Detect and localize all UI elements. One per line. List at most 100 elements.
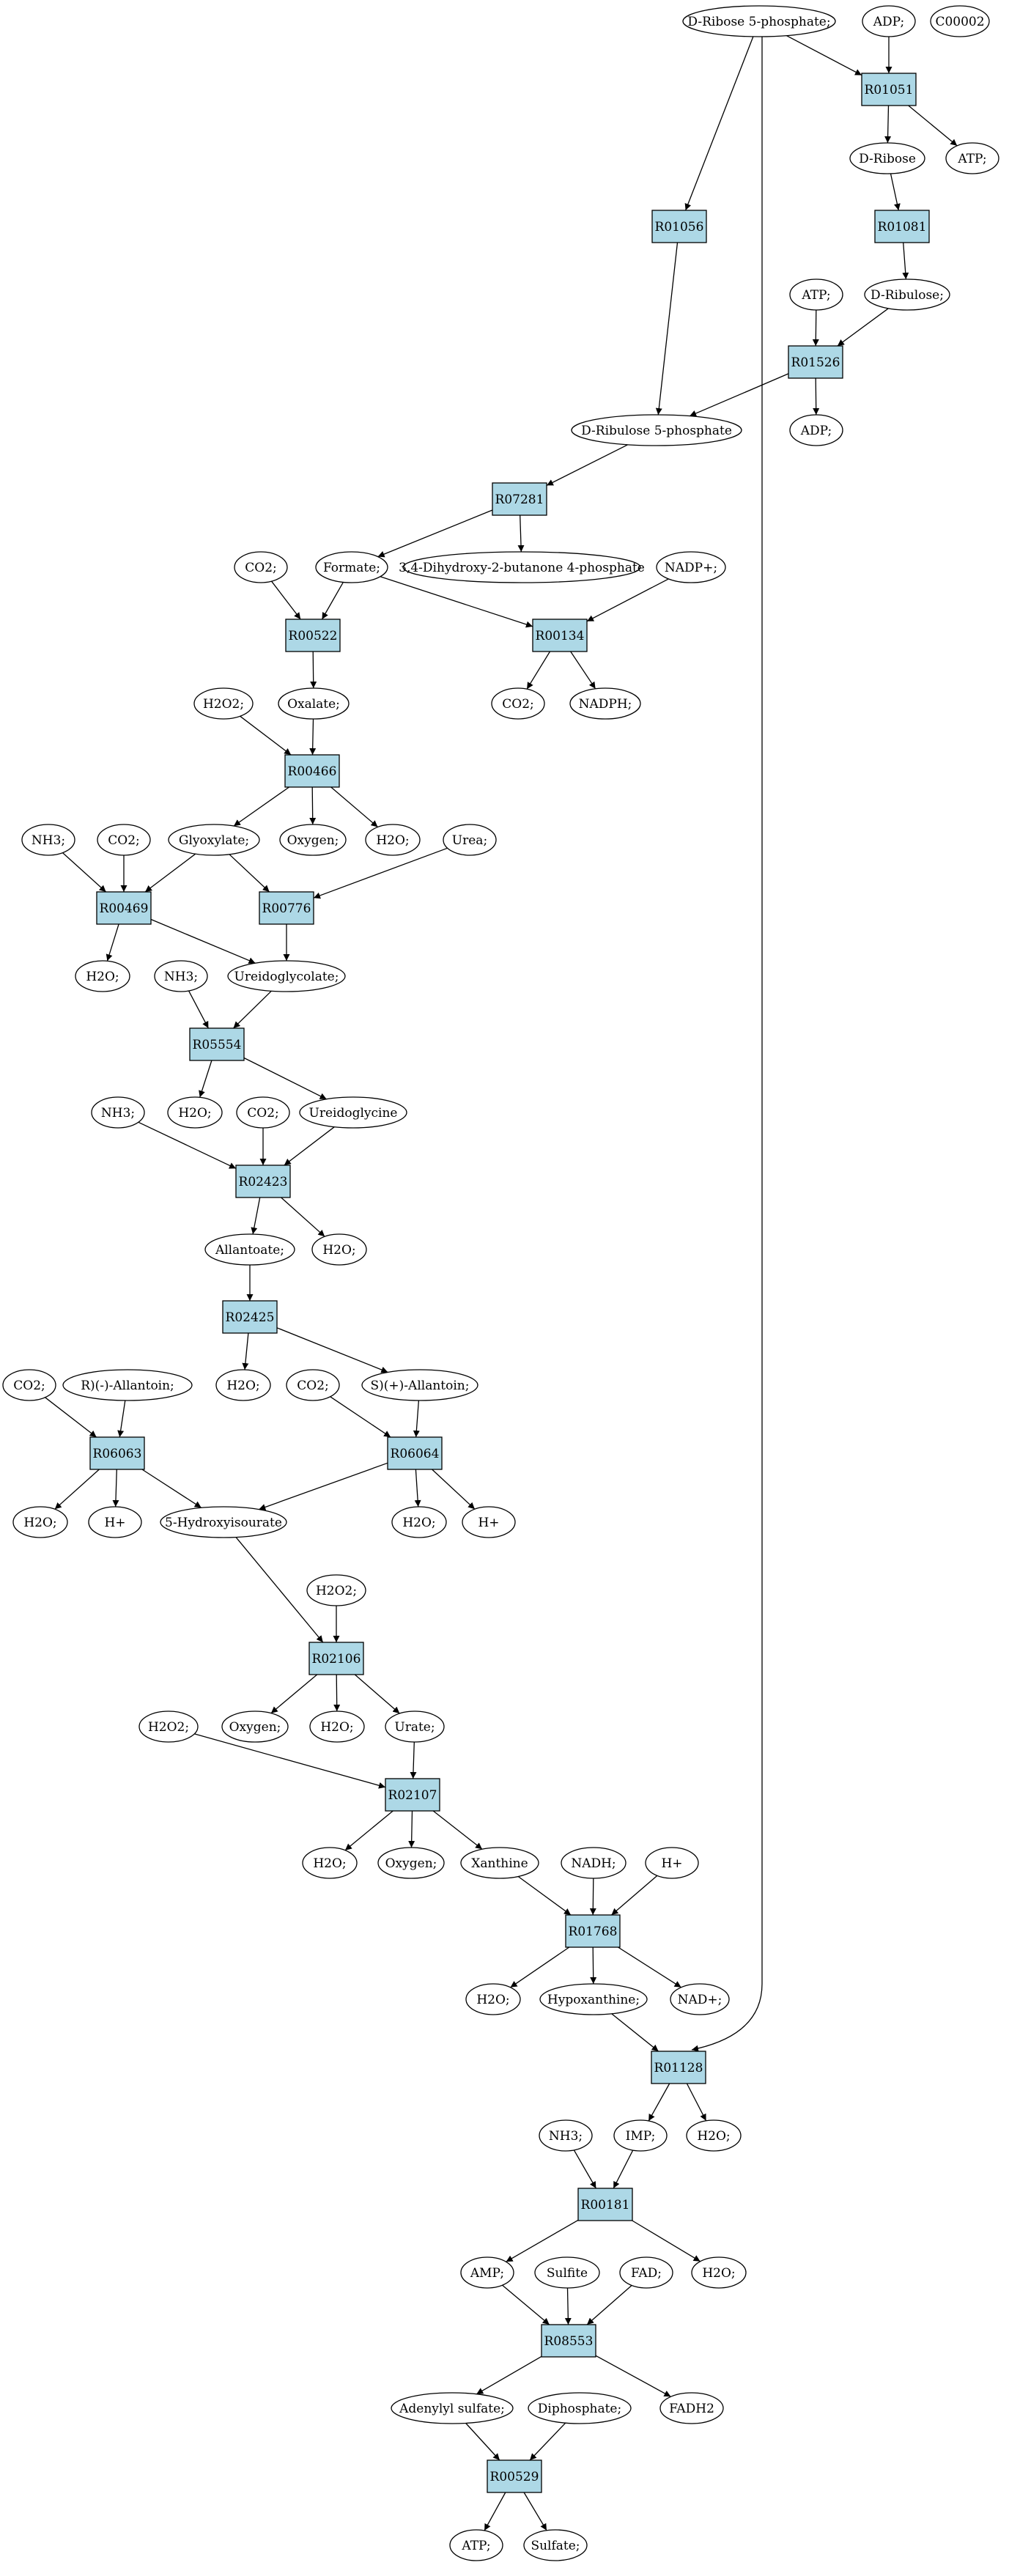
edge-r01768-to-hypoxanthine (590, 1946, 597, 1985)
reaction-node-r00469: R00469 (96, 891, 152, 925)
compound-node-r_allantoin: R)(-)-Allantoin; (62, 1369, 193, 1401)
compound-ellipse (523, 2529, 588, 2561)
compound-node-nadplus: NAD+; (670, 1983, 730, 2015)
reaction-node-r01056: R01056 (651, 210, 707, 243)
reaction-node-r01768: R01768 (565, 1914, 621, 1948)
edge-fad-to-r08553 (586, 2285, 632, 2325)
compound-node-diphosphate: Diphosphate; (528, 2392, 632, 2424)
edge-r02425-to-s_allantoin (276, 1327, 388, 1373)
edge-r01051-to-atp_1 (908, 105, 958, 147)
edge-r00529-to-sulfate (523, 2492, 547, 2531)
node-label: R06063 (93, 1447, 142, 1461)
node-label: Hypoxanthine; (547, 1993, 640, 2007)
edge-r00466-to-oxygen_1 (309, 786, 317, 825)
edge-r01526-to-ribulose5p (689, 373, 789, 417)
compound-ellipse (302, 1847, 358, 1879)
compound-ellipse (193, 687, 254, 720)
edge-r06064-to-hiu (259, 1462, 388, 1510)
compound-ellipse (391, 2392, 514, 2424)
node-label: H2O; (86, 970, 119, 984)
edge-urea-to-r00776 (313, 847, 448, 899)
compound-ellipse (385, 1710, 445, 1743)
node-label: D-Ribulose; (871, 288, 944, 303)
edge-r05554-to-h2o_3 (199, 1060, 212, 1098)
compound-node-glyoxylate: Glyoxylate; (168, 824, 260, 856)
compound-node-dribose: D-Ribose (849, 142, 925, 174)
node-label: H2O; (402, 1516, 435, 1530)
node-label: ATP; (801, 288, 830, 303)
reaction-box (285, 619, 341, 652)
edge-r00134-to-nadph (570, 651, 596, 690)
node-label: R00181 (581, 2198, 630, 2213)
compound-node-h2o_5: H2O; (215, 1369, 271, 1401)
compound-node-h2o_4: H2O; (311, 1233, 367, 1266)
compound-ellipse (789, 414, 843, 446)
reaction-box (541, 2324, 596, 2358)
node-label: CO2; (502, 697, 534, 712)
compound-node-nh3_3: NH3; (91, 1096, 145, 1129)
compound-ellipse (309, 1710, 365, 1743)
node-label: C00002 (935, 15, 984, 29)
edge-r02423-to-h2o_4 (281, 1197, 325, 1237)
compound-ellipse (97, 824, 151, 856)
node-label: FADH2 (669, 2402, 714, 2416)
compound-ellipse (91, 1096, 145, 1129)
compound-ellipse (569, 687, 641, 720)
compound-node-h2o_8: H2O; (309, 1710, 365, 1743)
compound-ellipse (539, 2119, 593, 2152)
edge-r06064-to-h2o_7 (414, 1469, 421, 1507)
reaction-node-r01081: R01081 (874, 210, 930, 243)
reaction-node-r01051: R01051 (861, 73, 917, 106)
node-label: FAD; (631, 2266, 662, 2281)
edge-r06063-to-h2o_6 (54, 1469, 100, 1510)
node-label: H2O2; (316, 1584, 357, 1598)
node-label: CO2; (245, 561, 277, 575)
compound-ellipse (571, 414, 742, 446)
node-label: Adenylyl sulfate; (399, 2402, 505, 2416)
compound-ellipse (12, 1506, 68, 1538)
reaction-node-r00529: R00529 (487, 2459, 542, 2493)
node-label: R00529 (490, 2470, 539, 2484)
reaction-box (385, 1778, 440, 1812)
node-label: 3,4-Dihydroxy-2-butanone 4-phosphate (399, 561, 645, 575)
edge-urate-to-r02107 (410, 1741, 417, 1779)
compound-ellipse (691, 2256, 747, 2289)
node-label: Oxygen; (385, 1856, 437, 1871)
edge-glyoxylate-to-r00469 (144, 853, 196, 893)
reaction-box (577, 2188, 633, 2221)
node-label: H2O; (226, 1379, 259, 1393)
edge-formate-to-r00522 (321, 582, 344, 620)
node-label: R02423 (239, 1175, 288, 1189)
compound-ellipse (619, 2256, 673, 2289)
compound-ellipse (449, 2529, 503, 2561)
compound-ellipse (465, 1983, 521, 2015)
compound-ellipse (491, 687, 545, 720)
node-label: H2O; (23, 1516, 56, 1530)
node-label: NAD+; (678, 1993, 722, 2007)
node-label: R00469 (100, 901, 149, 916)
compound-node-co2_2: CO2; (491, 687, 545, 720)
edge-r01768-to-nadplus (618, 1946, 681, 1988)
compound-ellipse (160, 1506, 287, 1538)
compound-ellipse (21, 824, 75, 856)
node-label: R00134 (536, 629, 585, 643)
node-label: H2O; (702, 2266, 735, 2281)
reaction-node-r02106: R02106 (308, 1642, 364, 1675)
edge-r01768-to-h2o_10 (510, 1946, 570, 1988)
compound-node-dhbp: 3,4-Dihydroxy-2-butanone 4-phosphate (399, 551, 645, 583)
node-label: H2O; (476, 1993, 509, 2007)
reaction-node-r06063: R06063 (89, 1436, 145, 1470)
edge-r02107-to-h2o_9 (344, 1810, 393, 1851)
compound-node-h2o_12: H2O; (691, 2256, 747, 2289)
node-label: R00776 (262, 901, 311, 916)
compound-ellipse (670, 1983, 730, 2015)
compound-ellipse (204, 1233, 295, 1266)
edge-r00469-to-h2o_2 (106, 923, 119, 962)
compound-ellipse (377, 1847, 445, 1879)
node-label: R02106 (312, 1652, 361, 1667)
compound-ellipse (365, 824, 421, 856)
edge-dribulose-to-r01526 (837, 308, 889, 347)
compound-ellipse (659, 2392, 724, 2424)
edge-r01128-to-h2o_11 (686, 2083, 707, 2122)
compound-node-hplus_2: H+ (462, 1506, 516, 1538)
